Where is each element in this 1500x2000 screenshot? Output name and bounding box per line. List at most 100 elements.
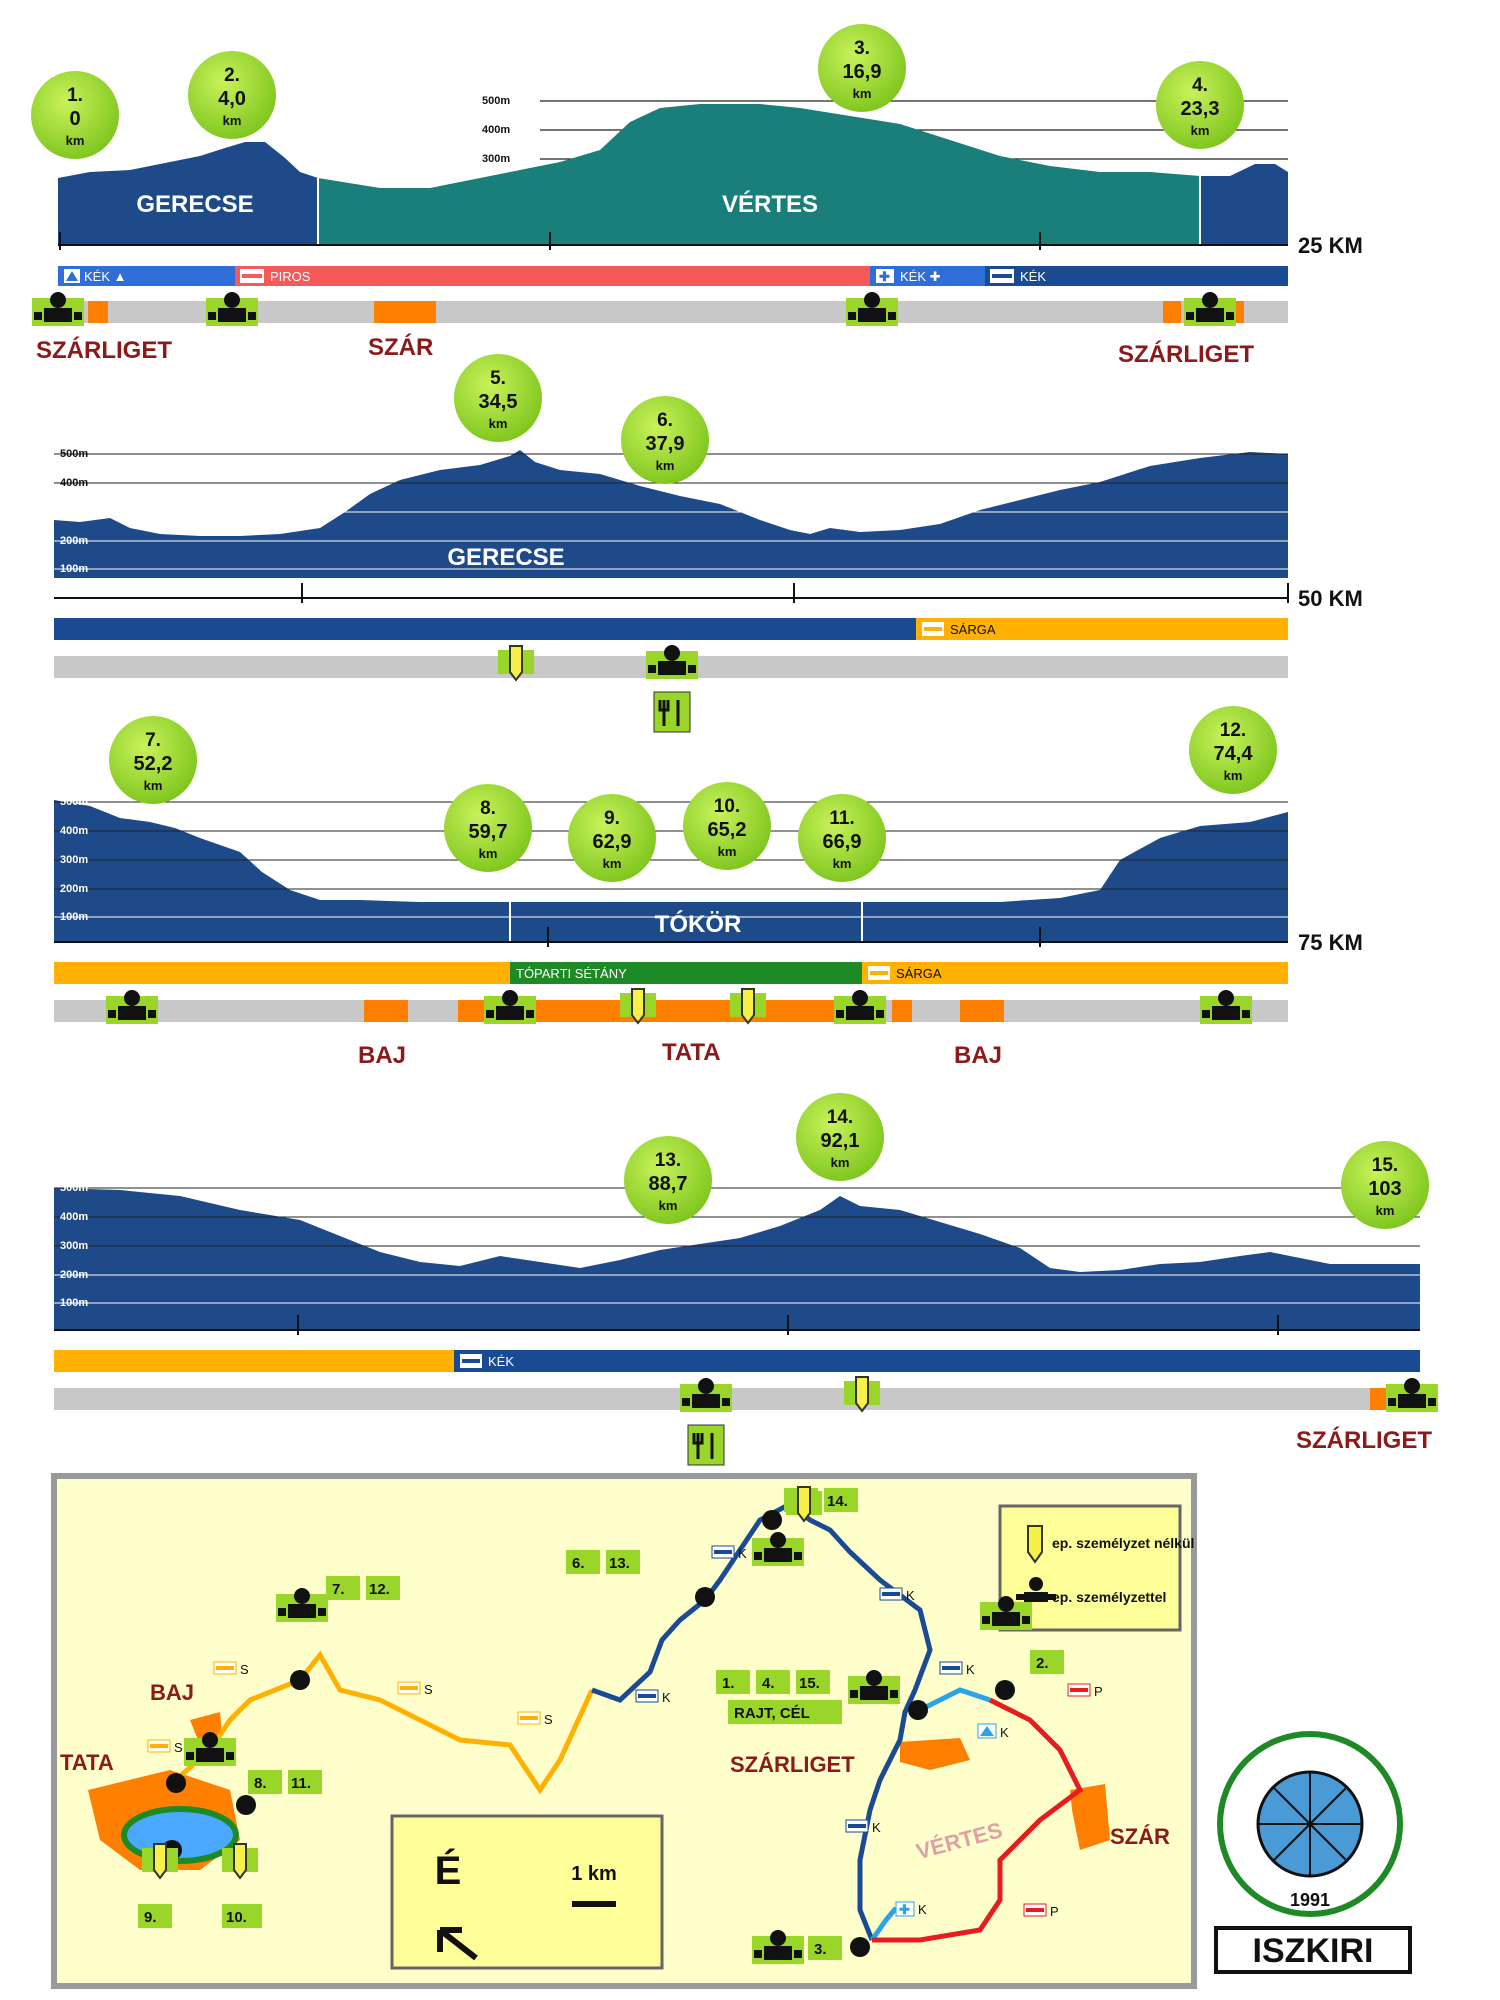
checkpoint-number: 3. — [854, 38, 870, 59]
trail-topart — [510, 962, 862, 984]
badge-circle — [454, 354, 542, 442]
staffed-checkpoint-icon — [752, 1532, 804, 1566]
map-trail-mark-k-triangle: K — [1000, 1725, 1009, 1740]
alt-label-300: 300m — [60, 1240, 88, 1252]
region-gerecse-2: GERECSE — [447, 544, 564, 571]
profile-panel-3 — [54, 800, 510, 942]
trail-kek-cross — [870, 266, 985, 286]
checkpoint-badge: 6.37,9km — [621, 396, 709, 484]
staffed-checkpoint-icon — [752, 1930, 804, 1964]
checkpoint-badge: 2.4,0km — [188, 51, 276, 139]
checkpoint-km: 65,2 — [708, 819, 747, 841]
checkpoint-km: 37,9 — [646, 433, 685, 455]
staffed-checkpoint-icon — [1184, 292, 1236, 326]
map-trail-mark-s-3: S — [544, 1712, 553, 1727]
cp-dot-7-12 — [290, 1670, 310, 1690]
alt-label-500: 500m — [60, 448, 88, 460]
staffed-checkpoint-icon — [846, 292, 898, 326]
route-sarga — [168, 1650, 595, 1795]
map-cp-label-6: 6. — [572, 1555, 585, 1572]
map-trail-mark-k-cross: K — [918, 1902, 927, 1917]
road-bar — [58, 301, 1288, 323]
trail-piros — [235, 266, 870, 286]
trail-label-kek: KÉK — [1020, 269, 1046, 284]
map-cp-label-14: 14. — [827, 1493, 848, 1510]
map-cp-label-12: 12. — [369, 1581, 390, 1598]
checkpoint-km: 34,5 — [479, 391, 518, 413]
alt-label-400: 400m — [482, 124, 510, 136]
map-cp-label-1: 1. — [722, 1675, 735, 1692]
checkpoint-km: 66,9 — [823, 831, 862, 853]
trail-sarga-4 — [54, 1350, 454, 1372]
staffed-checkpoint-icon — [484, 990, 536, 1024]
elevation-panel-2: 500m 400m 300m 200m 100m GERECSE 50 KM S… — [54, 448, 1363, 678]
checkpoint-km: 74,4 — [1214, 743, 1254, 765]
region-vertes: VÉRTES — [722, 190, 818, 218]
checkpoint-unit: km — [659, 1198, 678, 1213]
alt-label-200: 200m — [60, 1269, 88, 1281]
map-town-baj: BAJ — [150, 1680, 194, 1705]
staffed-checkpoint-icon — [32, 292, 84, 326]
trail-label-kek-4: KÉK — [488, 1354, 514, 1369]
trail-label-sarga-3: SÁRGA — [896, 966, 942, 981]
map-town-szar: SZÁR — [1110, 1824, 1170, 1849]
trail-label-sarga: SÁRGA — [950, 622, 996, 637]
km-axis — [58, 232, 1288, 250]
checkpoint-km: 16,9 — [843, 61, 882, 83]
szar-area — [1070, 1784, 1110, 1850]
town-szarliget-2: SZÁRLIGET — [1118, 340, 1254, 368]
org-logo: 1991 ISZKIRI — [1214, 1731, 1412, 1974]
staffed-checkpoint-icon — [834, 990, 886, 1024]
checkpoint-number: 2. — [224, 65, 240, 86]
alt-label-100: 100m — [60, 1297, 88, 1309]
alt-label-500: 500m — [60, 1182, 88, 1194]
map-trail-mark-s-2: S — [424, 1682, 433, 1697]
checkpoint-unit: km — [479, 846, 498, 861]
checkpoint-number: 11. — [829, 808, 854, 829]
checkpoint-km: 88,7 — [649, 1173, 688, 1195]
tokor-band — [510, 902, 862, 942]
checkpoint-number: 10. — [714, 796, 740, 817]
badge-circle — [798, 794, 886, 882]
map-cp-label-8: 8. — [254, 1775, 267, 1792]
staffed-checkpoint-icon — [276, 1588, 328, 1622]
badge-circle — [1156, 61, 1244, 149]
route-map: BAJ TATA SZÁRLIGET SZÁR VÉRTES 5. 14. 6.… — [51, 1473, 1197, 1989]
cp-dot-8 — [166, 1773, 186, 1793]
unstaffed-checkpoint-icon — [142, 1843, 178, 1880]
alt-label-300: 300m — [60, 506, 88, 518]
checkpoint-number: 12. — [1220, 720, 1246, 741]
trail-kek-4 — [454, 1350, 1420, 1372]
staffed-checkpoint-icon — [206, 292, 258, 326]
alt-label-400: 400m — [60, 825, 88, 837]
town-baj-1: BAJ — [358, 1042, 406, 1069]
profile-gerecse-1 — [58, 142, 318, 245]
staffed-checkpoint-icon — [848, 1670, 900, 1704]
cp-dot-1 — [908, 1700, 928, 1720]
alt-label-300: 300m — [60, 854, 88, 866]
trail-sarga-3a — [54, 962, 510, 984]
checkpoint-badge: 4.23,3km — [1156, 61, 1244, 149]
town-szarliget-final: SZÁRLIGET — [1296, 1426, 1432, 1454]
badge-circle — [109, 716, 197, 804]
checkpoint-km: 103 — [1368, 1178, 1401, 1200]
map-cp-label-13: 13. — [609, 1555, 630, 1572]
badge-circle — [796, 1093, 884, 1181]
staffed-checkpoint-icon — [184, 1732, 236, 1766]
staffed-checkpoint-icon — [1200, 990, 1252, 1024]
alt-label-400: 400m — [60, 477, 88, 489]
elevation-panel-1: 500m 400m 300m 200m 100m GERECSE VÉRTES … — [36, 95, 1363, 368]
profile-vertes — [318, 104, 1200, 245]
unstaffed-checkpoint-icon — [1027, 1525, 1043, 1564]
svg-text:✚: ✚ — [879, 269, 890, 284]
checkpoint-number: 8. — [480, 798, 496, 819]
map-trail-mark-k-4: K — [662, 1690, 671, 1705]
trail-sarga — [916, 618, 1288, 640]
map-trail-mark-k-2: K — [906, 1588, 915, 1603]
trail-kek — [985, 266, 1288, 286]
town-baj-2: BAJ — [954, 1042, 1002, 1069]
trail-kek-triangle — [58, 266, 235, 286]
badge-circle — [1341, 1141, 1429, 1229]
north-label: É — [435, 1848, 462, 1893]
cp-dot-2 — [995, 1680, 1015, 1700]
